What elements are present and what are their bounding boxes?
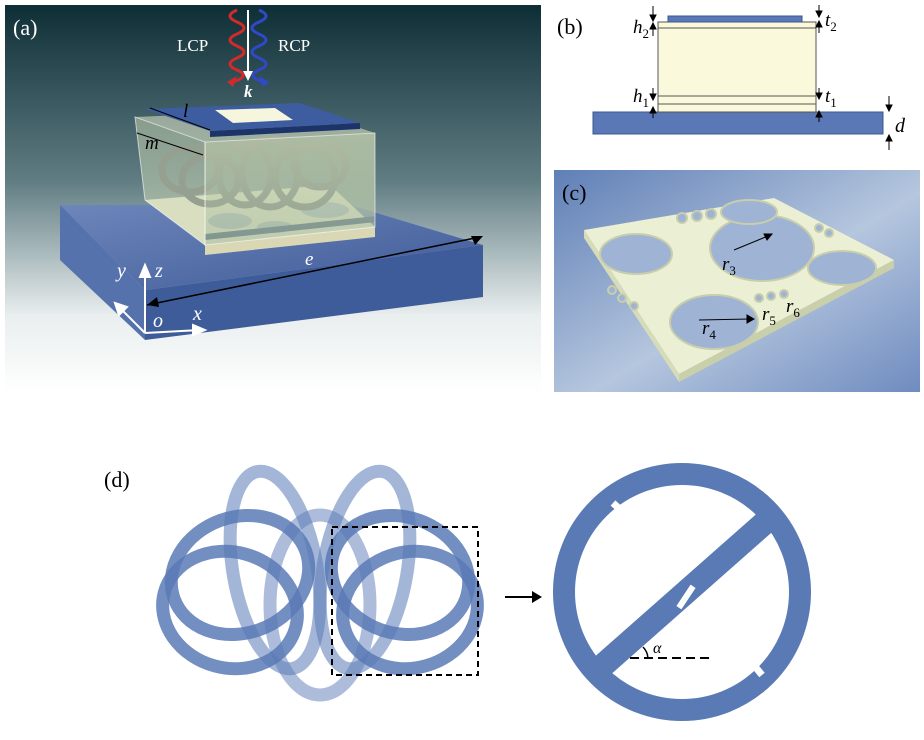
panel-c-label: (c) [562, 180, 586, 205]
r4-label: r4 [702, 318, 716, 342]
h1-label: h1 [633, 86, 649, 110]
dimension-l [149, 107, 211, 131]
dielectric-box-side [134, 116, 206, 246]
panel-a: (a) LCP RCP k l m e y z x o [5, 5, 541, 393]
dimension-arrows-b [649, 5, 893, 150]
rcp-label: RCP [278, 36, 310, 55]
lcp-wave [227, 8, 246, 87]
upper-dielectric-layer [657, 21, 817, 29]
top-metal-plate [667, 15, 803, 23]
dimension-e-arrow [471, 236, 483, 245]
panel-b: (b) h2 t2 h1 t1 d [557, 5, 906, 150]
t1-label: t1 [825, 86, 837, 110]
panel-d-label: (d) [104, 467, 130, 492]
middle-dielectric-layer [657, 27, 817, 97]
y-axis-label: y [115, 260, 126, 282]
substrate-front [145, 245, 483, 340]
upper-metal-edge [210, 123, 360, 137]
dimension-m [136, 132, 204, 156]
r3-label: r3 [722, 254, 736, 278]
x-axis-label: x [192, 303, 202, 325]
dielectric-box-front [204, 132, 376, 246]
t2-label: t2 [825, 10, 837, 34]
panel-b-label: (b) [557, 14, 583, 39]
rcp-wave [250, 8, 269, 87]
upper-plate-opening [215, 108, 293, 123]
ring-cluster [156, 464, 484, 702]
coordinate-axes [113, 262, 208, 337]
dimension-e [146, 236, 481, 306]
selection-box [331, 526, 479, 676]
transition-arrowhead [532, 591, 542, 603]
lower-plate-front [205, 227, 375, 255]
plate-edge [679, 260, 894, 382]
split-ring-resonator [553, 463, 811, 721]
dimension-e-arrow-left [147, 297, 159, 307]
plate-holes [599, 199, 877, 350]
bottom-metal-plate [592, 111, 884, 135]
k-arrowhead [243, 71, 253, 81]
lcp-label: LCP [177, 36, 208, 55]
origin-label: o [153, 310, 163, 332]
panel-c: (c) r3 r4 r5 r6 [554, 170, 920, 392]
h2-label: h2 [633, 17, 649, 41]
m-label: m [145, 133, 159, 154]
radius-arrows [698, 233, 774, 324]
r5-label: r5 [762, 304, 776, 328]
k-label: k [244, 82, 253, 101]
z-axis-label: z [154, 260, 163, 282]
panel-a-label: (a) [13, 15, 37, 40]
e-label: e [305, 249, 313, 270]
angle-arc [642, 646, 649, 659]
panel-d: (d) α [104, 463, 811, 721]
r6-label: r6 [786, 296, 800, 320]
d-label: d [895, 115, 906, 137]
l-label: l [183, 101, 188, 122]
alpha-label: α [653, 640, 662, 657]
